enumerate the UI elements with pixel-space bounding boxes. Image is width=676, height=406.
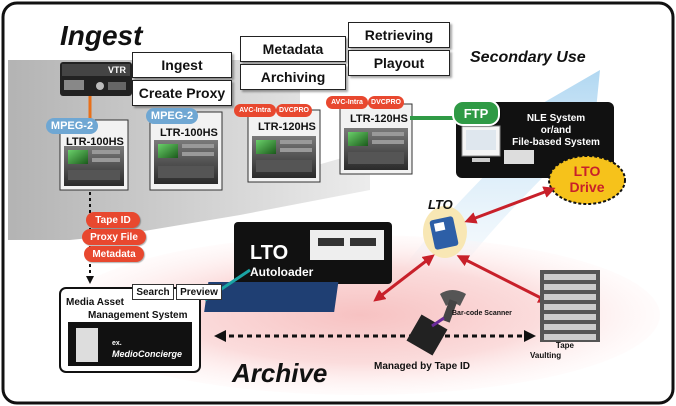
lto-drive-line-1: LTO — [573, 163, 601, 179]
barcode-scanner-label: Bar-code Scanner — [452, 310, 512, 317]
preview-button[interactable]: Preview — [176, 284, 222, 300]
lto-drive-line-2: Drive — [569, 179, 605, 195]
lto-cartridge-icon — [423, 206, 467, 258]
tape-row — [204, 282, 339, 312]
mam-line-1: Media Asset — [66, 297, 124, 308]
tag-tape-id: Tape ID — [86, 212, 140, 228]
ftp-badge: FTP — [452, 100, 500, 126]
archive-title: Archive — [232, 358, 328, 388]
nle-line-2: or/and — [540, 125, 572, 136]
lto-to-vault-arrow — [456, 255, 551, 303]
deck-1-format: MPEG-2 — [46, 118, 98, 134]
tag-proxy-file: Proxy File — [82, 229, 146, 245]
vtr-label: VTR — [108, 65, 126, 75]
vtr-icon — [60, 62, 132, 96]
autoloader-line-2: Autoloader — [250, 265, 314, 279]
autoloader-icon — [234, 222, 392, 284]
lto-to-autoloader-arrow — [373, 254, 435, 302]
deck-4-format-avc: AVC-Intra — [326, 96, 368, 109]
create-proxy-function-box: Create Proxy — [132, 80, 232, 106]
secondary-use-title: Secondary Use — [470, 49, 586, 66]
lto-label: LTO — [428, 197, 453, 212]
deck-3-model: LTR-120HS — [258, 121, 316, 133]
deck-2-format: MPEG-2 — [146, 108, 198, 124]
deck-4-model: LTR-120HS — [350, 113, 408, 125]
nle-line-3: File-based System — [512, 137, 600, 148]
deck-3-format-dvcpro: DVCPRO — [276, 104, 312, 117]
mam-example-product: MedioConcierge — [112, 349, 183, 359]
nle-line-1: NLE System — [526, 113, 586, 124]
mam-line-2: Management System — [88, 310, 188, 321]
archiving-function-box: Archiving — [240, 64, 346, 90]
mam-example-prefix: ex. — [112, 340, 122, 347]
tape-vaulting-line-1: Tape — [555, 341, 574, 350]
retrieving-function-box: Retrieving — [348, 22, 450, 48]
ingest-function-box: Ingest — [132, 52, 232, 78]
lto-drive-ellipse — [548, 155, 626, 205]
metadata-function-box: Metadata — [240, 36, 346, 62]
ingest-title: Ingest — [60, 20, 143, 51]
deck-1-model: LTR-100HS — [66, 136, 124, 148]
tape-vault-icon — [540, 270, 600, 342]
search-button[interactable]: Search — [132, 284, 174, 300]
tape-vaulting-line-2: Vaulting — [530, 351, 562, 360]
playout-function-box: Playout — [348, 50, 450, 76]
deck-2-model: LTR-100HS — [160, 127, 218, 139]
deck-4-icon — [339, 103, 413, 175]
deck-2-icon — [149, 111, 223, 191]
mam-box — [59, 287, 201, 373]
barcode-scanner-icon — [440, 290, 466, 323]
deck-3-icon — [247, 109, 321, 183]
scanner-pointer — [431, 316, 445, 328]
managed-by-tape-id-label: Managed by Tape ID — [374, 361, 470, 372]
tag-metadata: Metadata — [84, 246, 144, 262]
autoloader-line-1: LTO — [250, 242, 289, 264]
deck-3-format-avc: AVC-Intra — [234, 104, 276, 117]
scanned-cartridge-icon — [406, 314, 448, 356]
lto-to-drive-arrow — [464, 186, 556, 224]
deck-4-format-dvcpro: DVCPRO — [368, 96, 404, 109]
